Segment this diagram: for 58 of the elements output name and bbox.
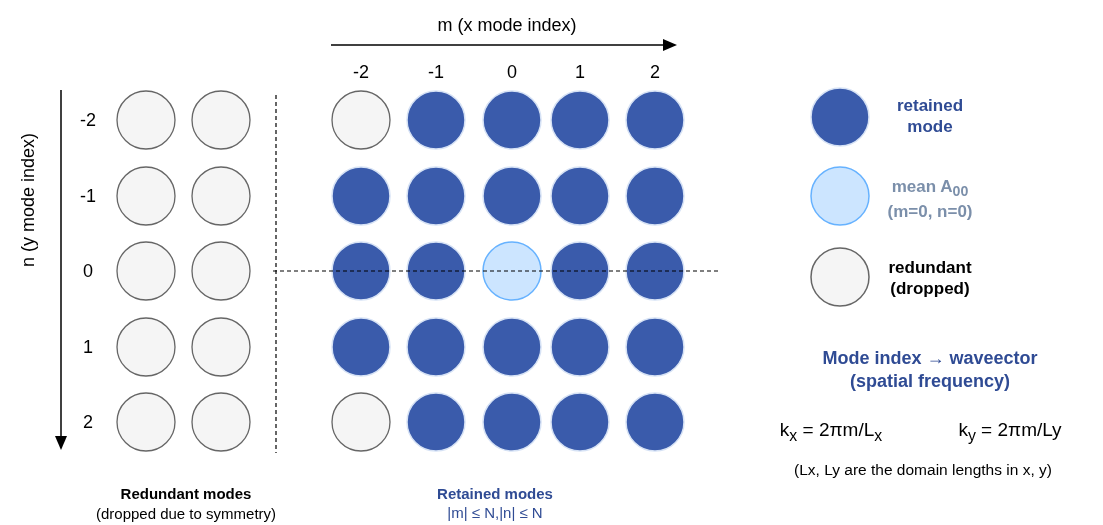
- redundant-mode-circle: [116, 241, 176, 301]
- tick-label: 2: [83, 410, 93, 434]
- redundant-mode-circle: [116, 317, 176, 377]
- tick-label: 0: [507, 60, 517, 84]
- retained-mode-circle: [482, 166, 542, 226]
- legend-label: retained mode: [895, 94, 965, 138]
- tick-label: -2: [353, 60, 369, 84]
- retained-mode-circle: [331, 317, 391, 377]
- axis-title: n (y mode index): [16, 132, 39, 268]
- retained-mode-circle: [406, 90, 466, 150]
- retained-mode-circle: [406, 392, 466, 452]
- redundant-mode-circle: [331, 392, 391, 452]
- retained-mode-circle: [406, 241, 466, 301]
- retained-mode-circle: [331, 166, 391, 226]
- retained-mode-circle: [406, 317, 466, 377]
- retained-mode-circle: [550, 166, 610, 226]
- formula: k$_{y}$ = 2πm/Ly: [958, 418, 1062, 446]
- mean-mode-circle: [482, 241, 542, 301]
- retained-mode-circle: [625, 317, 685, 377]
- tick-label: 1: [83, 335, 93, 359]
- redundant-mode-circle: [331, 90, 391, 150]
- redundant-mode-circle: [191, 90, 251, 150]
- retained-mode-circle: [482, 392, 542, 452]
- retained-mode-circle: [331, 241, 391, 301]
- group-caption: Retained modes: [437, 484, 553, 504]
- redundant-mode-circle: [116, 166, 176, 226]
- note-text: (Lx, Ly are the domain lengths in x, y): [794, 460, 1052, 480]
- retained-mode-circle: [550, 90, 610, 150]
- tick-label: 0: [83, 259, 93, 283]
- axis-title: m (x mode index): [437, 13, 577, 37]
- tick-label: -1: [428, 60, 444, 84]
- group-caption: Redundant modes: [120, 484, 252, 504]
- retained-mode-circle: [625, 392, 685, 452]
- redundant-mode-circle: [191, 166, 251, 226]
- group-note: |m| ≤ N,|n| ≤ N: [447, 503, 543, 523]
- redundant-mode-circle: [116, 90, 176, 150]
- redundant-mode-circle: [191, 392, 251, 452]
- retained-mode-circle: [482, 90, 542, 150]
- retained-mode-circle: [406, 166, 466, 226]
- redundant-mode-circle: [191, 241, 251, 301]
- retained-mode-circle: [625, 166, 685, 226]
- redundant-mode-circle: [116, 392, 176, 452]
- retained-mode-circle: [550, 317, 610, 377]
- retained-mode-circle: [625, 241, 685, 301]
- legend-label: mean A$_{00}$ (m=0, n=0): [886, 175, 974, 223]
- tick-label: 1: [575, 60, 585, 84]
- tick-label: 2: [650, 60, 660, 84]
- retained-mode-circle: [482, 317, 542, 377]
- redundant-mode-circle: [191, 317, 251, 377]
- group-note: (dropped due to symmetry): [95, 504, 277, 524]
- tick-label: -2: [80, 108, 96, 132]
- section-heading: Mode index → waveector (spatial frequency): [821, 346, 1039, 392]
- formula: k$_{x}$ = 2πm/L$_{x}$: [779, 418, 883, 446]
- legend-label: redundant (dropped): [887, 256, 973, 300]
- retained-mode-circle: [550, 392, 610, 452]
- retained-mode-circle: [550, 241, 610, 301]
- retained-mode-circle: [625, 90, 685, 150]
- tick-label: -1: [80, 184, 96, 208]
